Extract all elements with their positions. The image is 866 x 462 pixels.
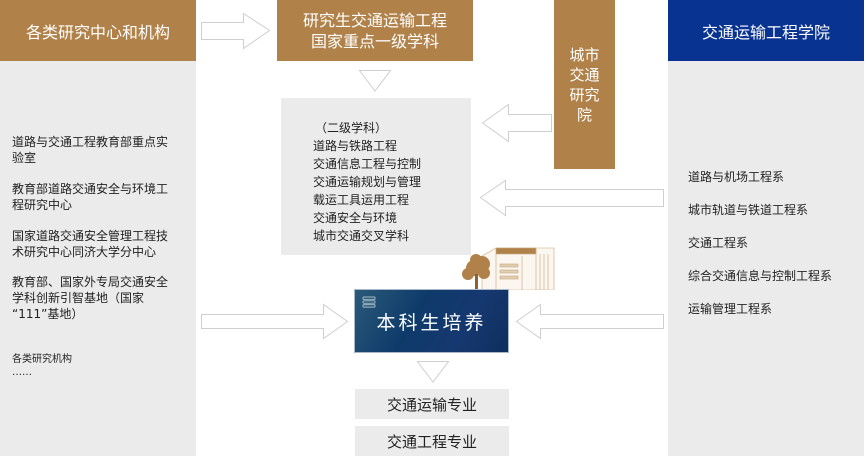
college-header: 交通运输工程学院	[668, 0, 864, 61]
undergraduate-title: 本科生培养	[376, 311, 487, 334]
research-center-item: 教育部道路交通安全与环境工 程研究中心	[12, 181, 192, 213]
research-centers-panel	[0, 0, 196, 456]
item-line: 程研究中心	[12, 198, 73, 212]
item-line: 道路与交通工程教育部重点实	[12, 135, 169, 149]
institute-line: 研究	[569, 85, 600, 104]
institute-line: 城市	[569, 45, 600, 64]
department-item: 道路与机场工程系	[688, 170, 785, 184]
arrow-left-icon	[515, 303, 664, 340]
department-item: 城市轨道与铁道工程系	[688, 203, 809, 217]
department-item: 交通工程系	[688, 236, 749, 250]
discipline-item: 交通运输规划与管理	[313, 175, 422, 189]
undergraduate-training-box: 本科生培养	[354, 289, 509, 353]
item-line: 验室	[12, 151, 37, 165]
discipline-item: 载运工具运用工程	[313, 193, 410, 207]
item-line: 教育部、国家外专局交通安全	[12, 275, 169, 289]
graduate-discipline-header: 研究生交通运输工程 国家重点一级学科	[277, 0, 473, 61]
item-line: 教育部道路交通安全与环境工	[12, 182, 169, 196]
institute-line: 院	[576, 105, 592, 124]
arrow-right-icon	[201, 303, 349, 340]
research-center-item: 道路与交通工程教育部重点实 验室	[12, 134, 192, 166]
research-centers-header: 各类研究中心和机构	[0, 0, 196, 61]
arrow-right-icon	[201, 12, 271, 50]
books-icon	[362, 296, 376, 308]
arrow-down-icon	[358, 70, 392, 92]
item-line: 国家道路交通安全管理工程技	[12, 229, 169, 243]
urban-transport-institute: 城市 交通 研究 院	[554, 0, 615, 169]
major-traffic-engineering: 交通工程专业	[355, 426, 509, 456]
department-item: 运输管理工程系	[688, 302, 773, 316]
discipline-item: 交通安全与环境	[313, 211, 398, 225]
arrow-down-icon	[416, 361, 450, 383]
research-centers-title: 各类研究中心和机构	[25, 22, 170, 42]
campus-building-icon	[462, 247, 555, 290]
more-ellipsis: ……	[12, 367, 32, 378]
secondary-disciplines-list: （二级学科） 道路与铁路工程 交通信息工程与控制 交通运输规划与管理 载运工具运…	[313, 119, 421, 245]
discipline-item: 道路与铁路工程	[313, 139, 398, 153]
item-line: “111”基地）	[12, 307, 84, 321]
discipline-item: 城市交通交叉学科	[313, 229, 410, 243]
institute-line: 交通	[569, 65, 600, 84]
major-label: 交通工程专业	[386, 432, 477, 451]
graduate-title-line: 研究生交通运输工程	[302, 10, 447, 30]
secondary-disciplines-heading: （二级学科）	[315, 121, 388, 135]
more-institutions: 各类研究机构 ……	[12, 353, 72, 379]
graduate-title-line: 国家重点一级学科	[310, 31, 439, 51]
major-label: 交通运输专业	[386, 395, 477, 414]
research-center-item: 国家道路交通安全管理工程技 术研究中心同济大学分中心	[12, 228, 192, 260]
arrow-left-icon	[479, 179, 664, 217]
more-label: 各类研究机构	[12, 354, 72, 365]
college-panel	[668, 0, 864, 456]
college-title: 交通运输工程学院	[701, 22, 830, 42]
item-line: 学科创新引智基地（国家	[12, 291, 145, 305]
item-line: 术研究中心同济大学分中心	[12, 245, 157, 259]
research-center-item: 教育部、国家外专局交通安全 学科创新引智基地（国家 “111”基地）	[12, 274, 192, 322]
department-item: 综合交通信息与控制工程系	[688, 269, 833, 283]
arrow-left-icon	[481, 103, 552, 143]
major-transportation: 交通运输专业	[355, 389, 509, 419]
secondary-disciplines-box	[281, 98, 471, 255]
discipline-item: 交通信息工程与控制	[313, 157, 422, 171]
